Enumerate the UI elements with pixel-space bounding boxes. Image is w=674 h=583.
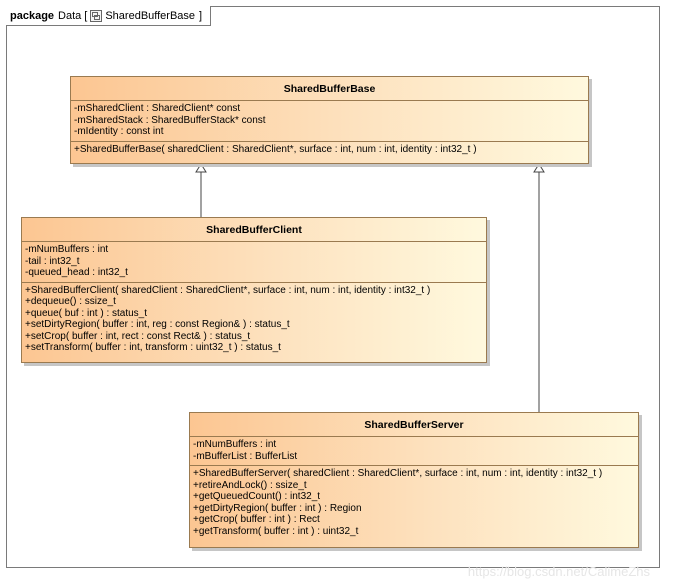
operation-compartment: +SharedBufferClient( sharedClient : Shar… — [22, 281, 486, 357]
operation-row: +setCrop( buffer : int, rect : const Rec… — [25, 330, 251, 342]
inheritance-arrow-server — [533, 163, 545, 173]
operation-row: +SharedBufferClient( sharedClient : Shar… — [25, 284, 431, 296]
operation-row: +setDirtyRegion( buffer : int, reg : con… — [25, 319, 290, 330]
operation-row: +getDirtyRegion( buffer : int ) : Region — [193, 502, 362, 514]
attribute-row: -mBufferList : BufferList — [193, 450, 298, 462]
diagram-name: SharedBufferBase — [105, 9, 196, 22]
attribute-row: -mSharedClient : SharedClient* const — [74, 103, 241, 114]
watermark: https://blog.csdn.net/CalimeZhs — [467, 564, 650, 579]
package-tab: package Data [ SharedBufferBase ] — [6, 6, 212, 26]
package-keyword: package — [10, 9, 55, 22]
class-shared-buffer-client[interactable]: SharedBufferClient -mNumBuffers : int -t… — [21, 217, 487, 363]
operation-row: +SharedBufferBase( sharedClient : Shared… — [74, 143, 477, 155]
operation-row: +getTransform( buffer : int ) : uint32_t — [193, 525, 359, 537]
operation-compartment: +SharedBufferBase( sharedClient : Shared… — [71, 140, 588, 159]
package-name: Data — [58, 9, 82, 22]
bracket-open: [ — [84, 9, 88, 22]
class-name: SharedBufferBase — [283, 83, 376, 95]
class-shared-buffer-base[interactable]: SharedBufferBase -mSharedClient : Shared… — [70, 76, 589, 164]
class-name: SharedBufferServer — [364, 419, 464, 431]
attribute-row: -mNumBuffers : int — [25, 244, 109, 255]
attribute-row: -mIdentity : const int — [74, 126, 164, 137]
package-diagram-icon — [90, 9, 103, 22]
attribute-compartment: -mNumBuffers : int -mBufferList : Buffer… — [190, 436, 638, 465]
attribute-compartment: -mNumBuffers : int -tail : int32_t -queu… — [22, 241, 486, 282]
operation-compartment: +SharedBufferServer( sharedClient : Shar… — [190, 465, 638, 540]
operation-row: +setTransform( buffer : int, transform :… — [25, 342, 281, 353]
attribute-row: -mNumBuffers : int — [193, 439, 277, 450]
operation-row: +getCrop( buffer : int ) : Rect — [193, 514, 320, 525]
operation-row: +SharedBufferServer( sharedClient : Shar… — [193, 468, 603, 479]
bracket-close: ] — [199, 9, 203, 22]
operation-row: +dequeue() : ssize_t — [25, 296, 116, 307]
attribute-row: -queued_head : int32_t — [25, 267, 128, 278]
inheritance-arrow-client — [195, 163, 207, 173]
class-name: SharedBufferClient — [206, 224, 302, 236]
operation-row: +retireAndLock() : ssize_t — [193, 479, 307, 491]
attribute-row: -mSharedStack : SharedBufferStack* const — [74, 114, 266, 126]
attribute-compartment: -mSharedClient : SharedClient* const -mS… — [71, 100, 588, 141]
operation-row: +queue( buf : int ) : status_t — [25, 307, 148, 319]
operation-row: +getQueuedCount() : int32_t — [193, 491, 321, 502]
attribute-row: -tail : int32_t — [25, 255, 80, 267]
class-shared-buffer-server[interactable]: SharedBufferServer -mNumBuffers : int -m… — [189, 412, 639, 548]
